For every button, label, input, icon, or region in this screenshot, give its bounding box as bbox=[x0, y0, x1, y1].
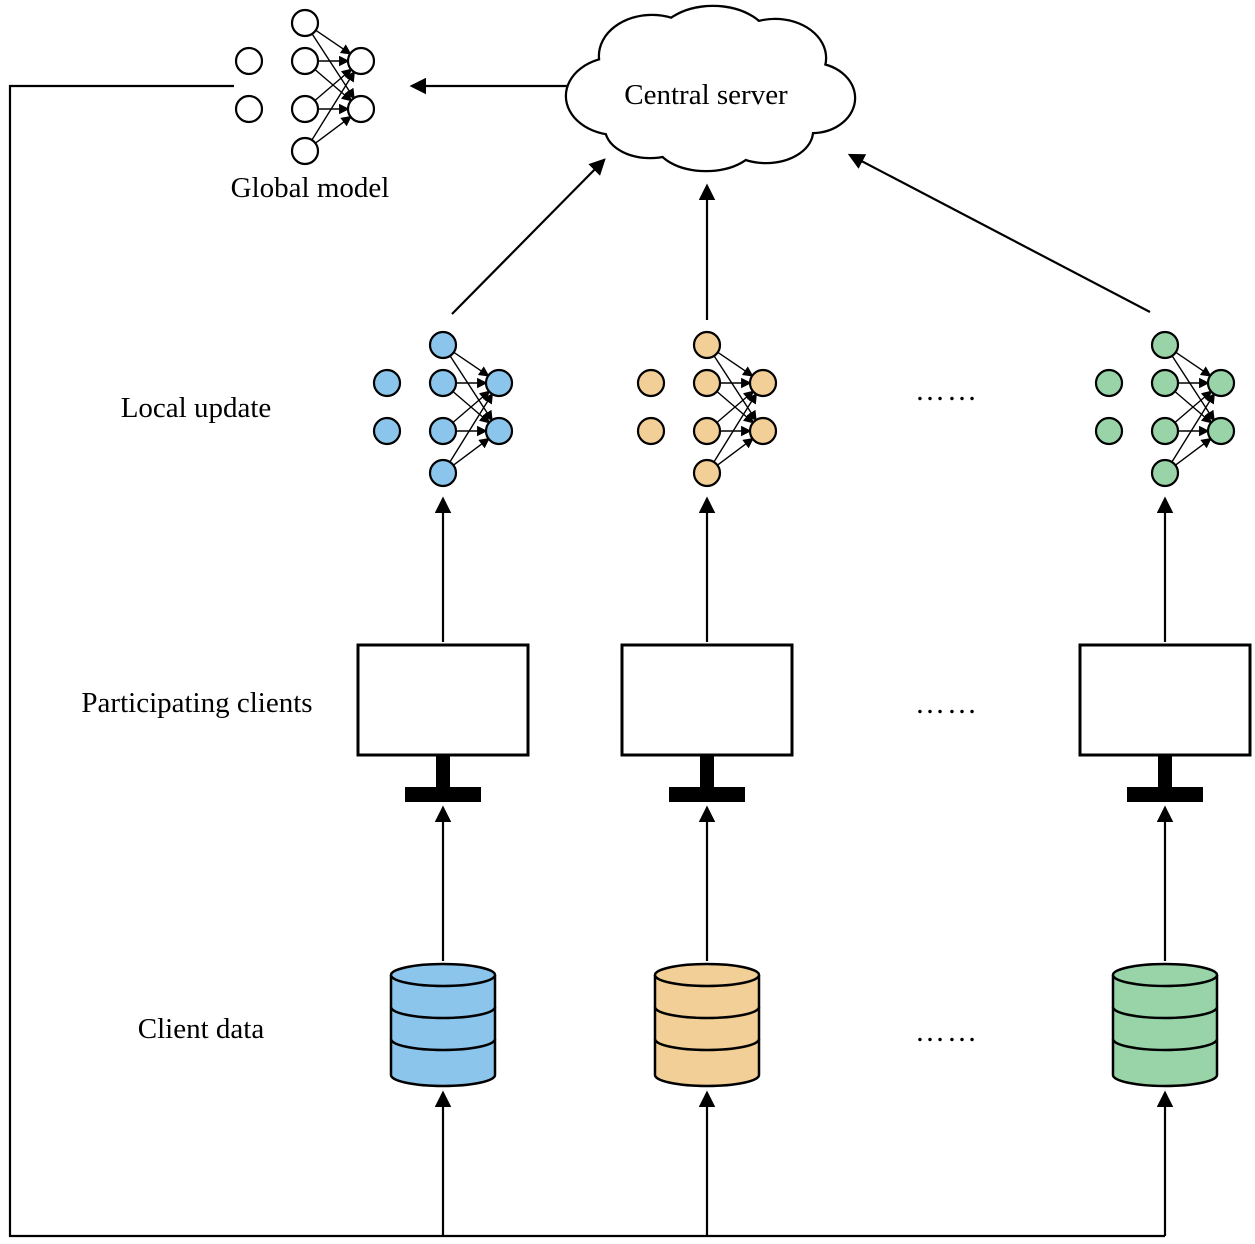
client-monitor-3 bbox=[1078, 643, 1252, 804]
global-model-network bbox=[236, 10, 374, 164]
local-model-network-3 bbox=[1096, 332, 1234, 486]
arrow-local3-to-server bbox=[847, 153, 1151, 313]
ellipsis-data: …… bbox=[915, 1015, 979, 1048]
local-update-label: Local update bbox=[121, 392, 272, 424]
client-database-2 bbox=[653, 962, 761, 1088]
local-model-network-1 bbox=[374, 332, 512, 486]
central-server-cloud: Central server bbox=[564, 4, 857, 173]
client-monitor-2 bbox=[620, 643, 794, 804]
central-server-label: Central server bbox=[624, 79, 788, 111]
client-monitor-1 bbox=[356, 643, 530, 804]
arrow-local1-to-server bbox=[451, 158, 606, 315]
local-model-network-2 bbox=[638, 332, 776, 486]
participating-clients-label: Participating clients bbox=[81, 687, 312, 719]
ellipsis-clients: …… bbox=[915, 687, 979, 720]
client-database-1 bbox=[389, 962, 497, 1088]
global-model-label: Global model bbox=[231, 172, 390, 204]
client-data-label: Client data bbox=[138, 1013, 265, 1045]
ellipsis-local-update: …… bbox=[915, 374, 979, 407]
feedback-loop-line bbox=[8, 84, 1165, 1238]
client-database-3 bbox=[1111, 962, 1219, 1088]
